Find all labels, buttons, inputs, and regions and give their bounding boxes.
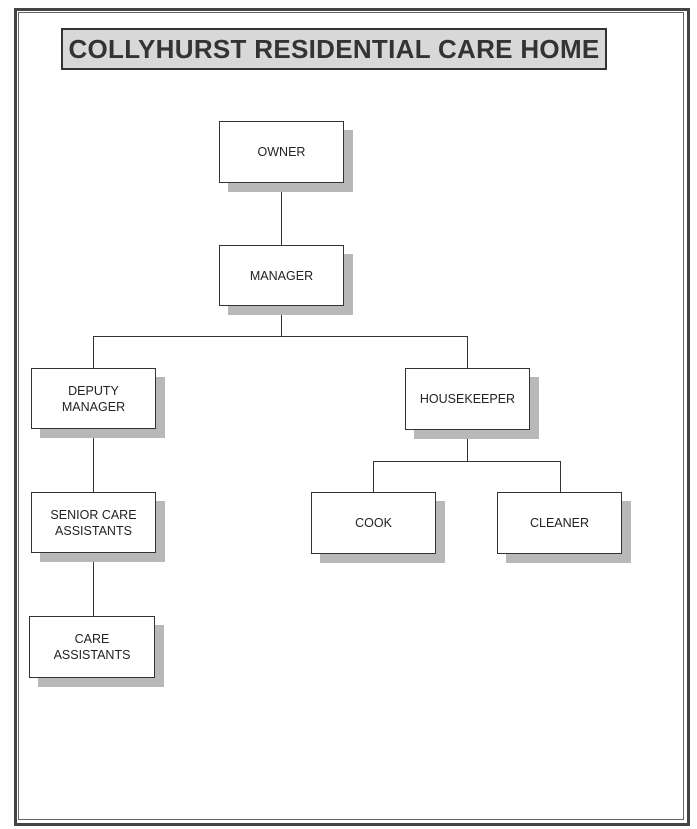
node-senior-care-assistants: SENIOR CARE ASSISTANTS (31, 492, 156, 553)
title-banner: COLLYHURST RESIDENTIAL CARE HOME (61, 28, 607, 70)
connector-to-cleaner (560, 461, 561, 492)
node-label: MANAGER (249, 268, 314, 283)
connector-owner-manager (281, 183, 282, 245)
chart-title: COLLYHURST RESIDENTIAL CARE HOME (68, 33, 600, 64)
node-deputy-manager: DEPUTY MANAGER (31, 368, 156, 429)
connector-manager-branch (93, 336, 468, 337)
node-label: CLEANER (529, 516, 590, 530)
page-border (14, 8, 690, 826)
connector-senior-care (93, 553, 94, 616)
connector-manager-down (281, 306, 282, 336)
node-label: HOUSEKEEPER (419, 392, 516, 406)
connector-to-housekeeper (467, 336, 468, 368)
node-care-assistants: CARE ASSISTANTS (29, 616, 155, 678)
node-cleaner: CLEANER (497, 492, 622, 554)
node-cook: COOK (311, 492, 436, 554)
connector-housekeeper-branch (373, 461, 561, 462)
node-label: COOK (355, 516, 392, 530)
page-border-inner (18, 12, 684, 820)
node-label: SENIOR CARE ASSISTANTS (50, 507, 137, 538)
connector-to-cook (373, 461, 374, 492)
node-label: OWNER (257, 145, 306, 159)
node-label: CARE ASSISTANTS (53, 632, 131, 662)
connector-to-deputy (93, 336, 94, 368)
node-owner: OWNER (219, 121, 344, 183)
node-label: DEPUTY MANAGER (61, 383, 126, 414)
node-manager: MANAGER (219, 245, 344, 306)
connector-housekeeper-down (467, 430, 468, 461)
connector-deputy-senior (93, 429, 94, 492)
node-housekeeper: HOUSEKEEPER (405, 368, 530, 430)
